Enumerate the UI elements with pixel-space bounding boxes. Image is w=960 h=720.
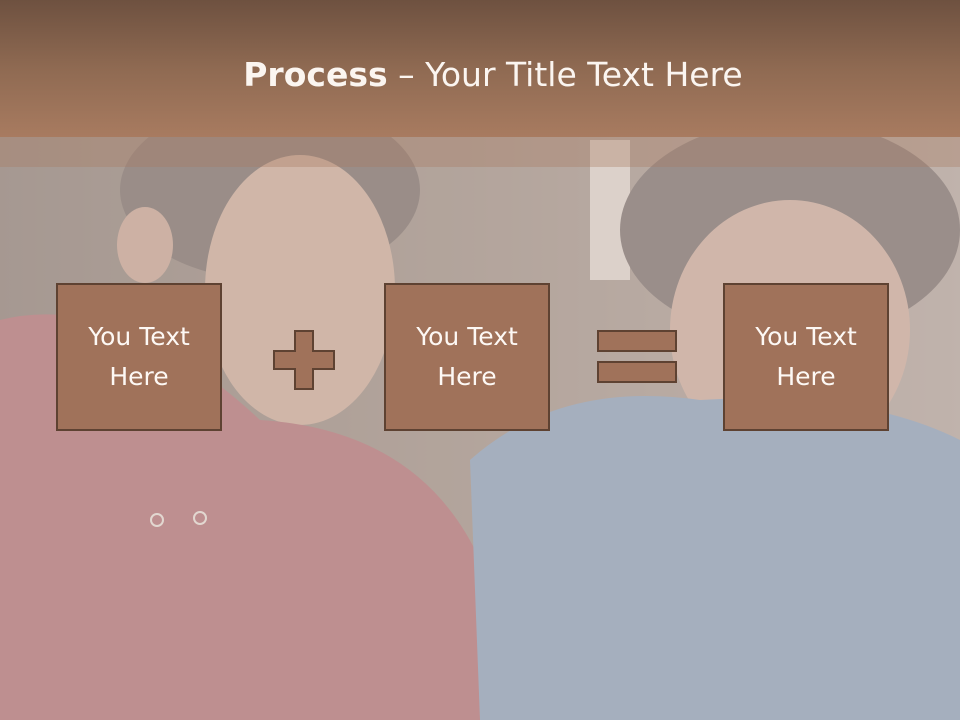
process-step-2[interactable]: You Text Here bbox=[384, 283, 550, 431]
process-step-3-text: You Text Here bbox=[755, 322, 857, 391]
plus-icon bbox=[273, 330, 335, 390]
slide-title[interactable]: Process – Your Title Text Here bbox=[0, 54, 960, 96]
slide-title-rest: – Your Title Text Here bbox=[387, 55, 743, 94]
title-bar-shadow-strip bbox=[0, 137, 960, 167]
process-step-1-text: You Text Here bbox=[88, 322, 190, 391]
process-step-3[interactable]: You Text Here bbox=[723, 283, 889, 431]
title-bar bbox=[0, 0, 960, 137]
process-step-1[interactable]: You Text Here bbox=[56, 283, 222, 431]
process-step-2-text: You Text Here bbox=[416, 322, 518, 391]
slide-title-bold: Process bbox=[243, 55, 388, 94]
equals-icon bbox=[597, 330, 677, 384]
